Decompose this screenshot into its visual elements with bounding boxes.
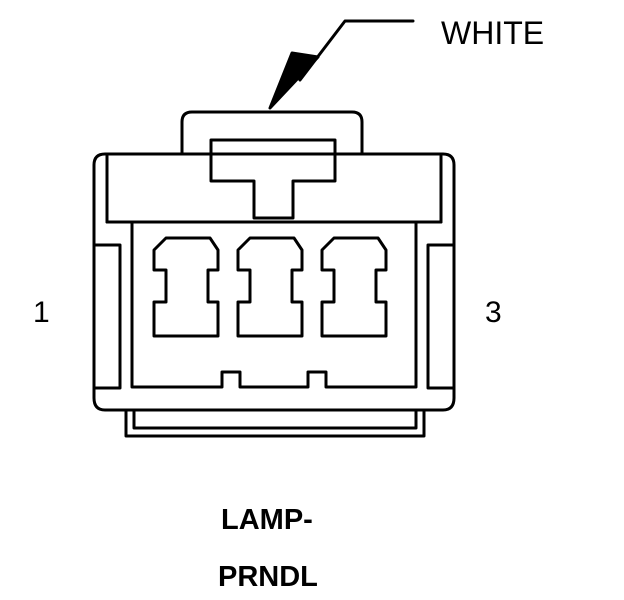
pin-number-right: 3 xyxy=(485,296,502,329)
wire-color-label: WHITE xyxy=(441,15,545,51)
bottom-rail xyxy=(124,408,426,438)
pin-number-left: 1 xyxy=(33,296,50,329)
callout-arrowhead xyxy=(268,51,320,110)
connector-name-line1: LAMP- xyxy=(221,504,313,536)
callout-leader xyxy=(268,19,415,110)
terminal-cavity-2 xyxy=(236,236,304,338)
connector-housing xyxy=(92,152,456,412)
terminal-cavity-1 xyxy=(152,236,220,338)
terminal-cavity-3 xyxy=(320,236,388,338)
locking-tab xyxy=(180,110,364,220)
connector-name-line2: PRNDL xyxy=(218,561,318,593)
